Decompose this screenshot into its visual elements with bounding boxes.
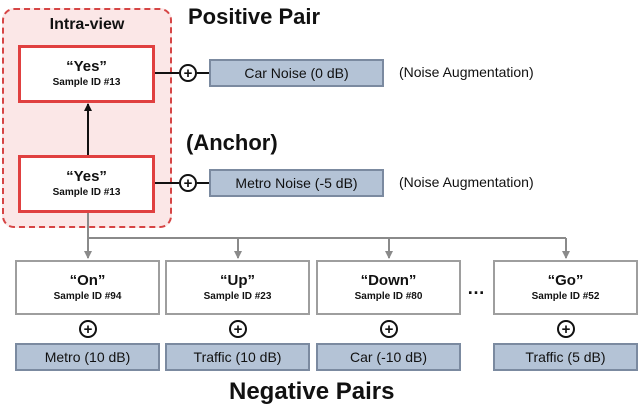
anchor-heading: (Anchor): [186, 130, 278, 155]
positive-sample-id: Sample ID #13: [52, 77, 121, 88]
plus-circle-icon: +: [380, 320, 398, 338]
plus-circle-icon: +: [229, 320, 247, 338]
negative-pairs-heading: Negative Pairs: [229, 378, 395, 405]
more-negatives-ellipsis: …: [467, 278, 486, 298]
negative-sample-box: “Down” Sample ID #80: [316, 260, 461, 315]
positive-sample-box: “Yes” Sample ID #13: [18, 45, 155, 103]
anchor-sample-id: Sample ID #13: [52, 187, 121, 198]
plus-circle-icon: +: [79, 320, 97, 338]
anchor-augmentation-label: (Noise Augmentation): [399, 174, 534, 190]
plus-circle-icon: +: [179, 174, 197, 192]
negative-word: “Up”: [220, 271, 255, 289]
negative-noise-box: Metro (10 dB): [15, 343, 160, 371]
negative-sample-id: Sample ID #52: [531, 290, 600, 302]
positive-augmentation-label: (Noise Augmentation): [399, 64, 534, 80]
anchor-word: “Yes”: [66, 168, 107, 185]
negative-word: “On”: [69, 271, 106, 289]
negative-noise-box: Car (-10 dB): [316, 343, 461, 371]
negative-noise-box: Traffic (5 dB): [493, 343, 638, 371]
negative-sample-box: “On” Sample ID #94: [15, 260, 160, 315]
negative-sample-box: “Go” Sample ID #52: [493, 260, 638, 315]
anchor-sample-box: “Yes” Sample ID #13: [18, 155, 155, 213]
plus-circle-icon: +: [179, 64, 197, 82]
positive-pair-heading: Positive Pair: [188, 4, 321, 29]
negative-noise-box: Traffic (10 dB): [165, 343, 310, 371]
intra-view-title: Intra-view: [49, 16, 125, 33]
anchor-noise-box: Metro Noise (-5 dB): [209, 169, 384, 197]
negative-sample-id: Sample ID #80: [354, 290, 423, 302]
plus-circle-icon: +: [557, 320, 575, 338]
positive-word: “Yes”: [66, 58, 107, 75]
negative-sample-box: “Up” Sample ID #23: [165, 260, 310, 315]
negative-word: “Go”: [547, 271, 584, 289]
negative-sample-id: Sample ID #94: [53, 290, 122, 302]
negative-word: “Down”: [360, 271, 417, 289]
negative-sample-id: Sample ID #23: [203, 290, 272, 302]
positive-noise-box: Car Noise (0 dB): [209, 59, 384, 87]
